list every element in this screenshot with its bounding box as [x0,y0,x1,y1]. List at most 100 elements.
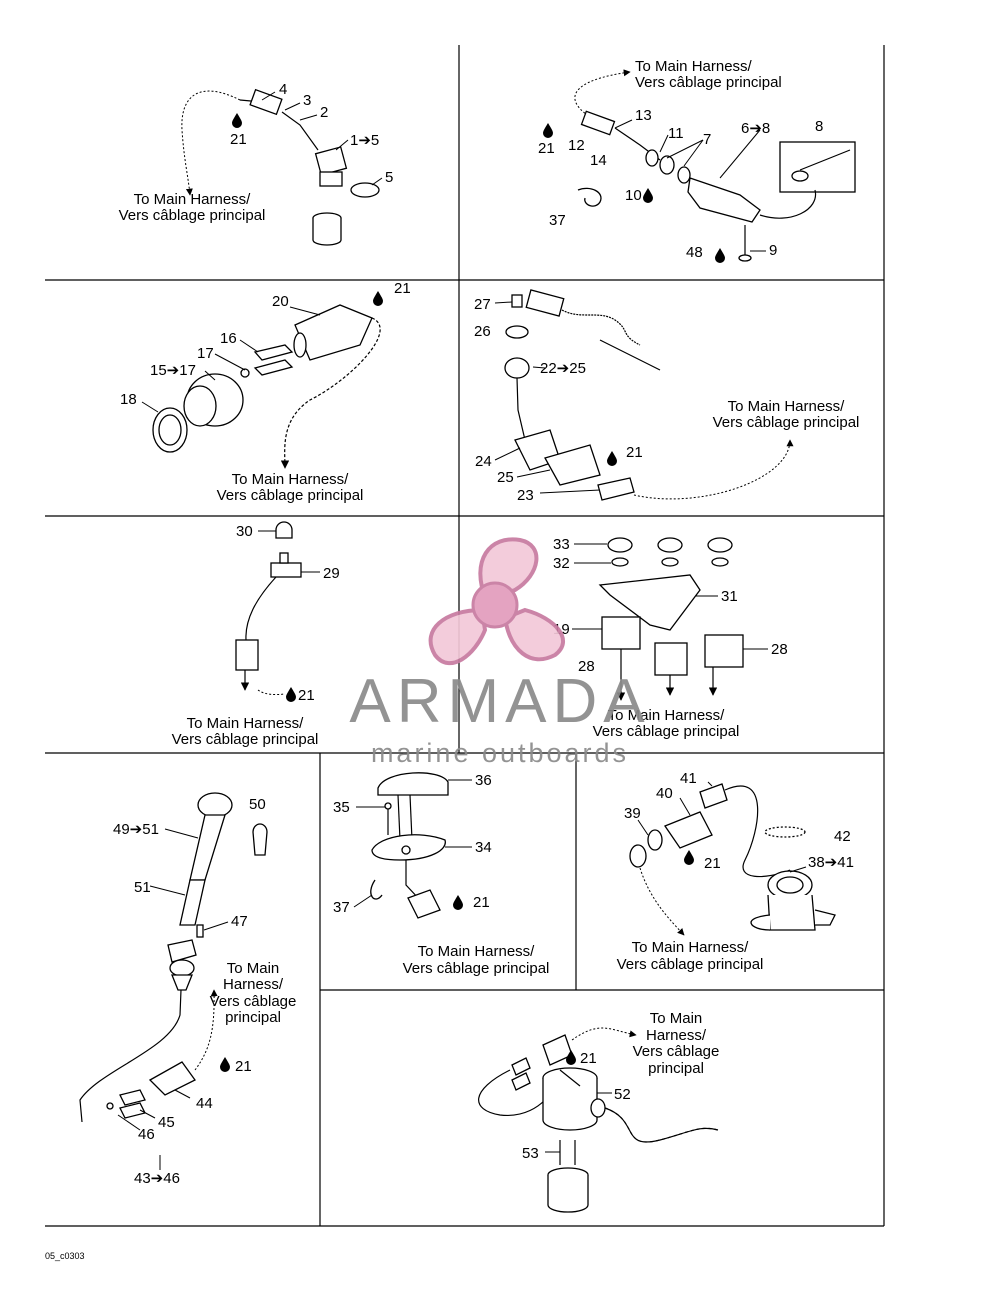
callout-21f: 21 [235,1058,252,1075]
harness-stack-3: Vers câblage [210,993,297,1010]
harness-stack-4: principal [225,1009,281,1026]
callout-50: 50 [249,796,266,813]
harness-label-fr-8: Vers câblage principal [403,960,550,977]
callout-53: 53 [522,1145,539,1162]
callout-49-51: 49➔51 [113,821,159,838]
callout-3: 3 [303,92,311,109]
watermark-tagline: marine outboards [371,738,629,768]
harness-stack-1b: To Main [650,1010,703,1027]
callout-15-17: 15➔17 [150,362,196,379]
callout-14: 14 [590,152,607,169]
callout-7: 7 [703,131,711,148]
callout-21b: 21 [538,140,555,157]
callout-21i: 21 [580,1050,597,1067]
callout-8: 8 [815,118,823,135]
callout-33: 33 [553,536,570,553]
callout-41: 41 [680,770,697,787]
propeller-logo [428,537,565,666]
harness-label-en-8: To Main Harness/ [418,943,536,960]
callout-21: 21 [230,131,247,148]
callout-1-5: 1➔5 [350,132,379,149]
harness-stack-2: Harness/ [223,976,284,993]
callout-37b: 37 [333,899,350,916]
callout-5: 5 [385,169,393,186]
callout-6-8: 6➔8 [741,120,770,137]
panel-light-43-51: 50 49➔51 51 47 21 44 45 46 43➔46 To Main… [79,792,297,1187]
callout-21g: 21 [473,894,490,911]
callout-46: 46 [138,1126,155,1143]
callout-32: 32 [553,555,570,572]
callout-12: 12 [568,137,585,154]
callout-40: 40 [656,785,673,802]
panel-relays-19-33: 33 32 31 19 28 28 To Main Harness/ Vers … [553,536,788,740]
panel-switch-6-14: 13 11 7 6➔8 8 12 21 14 10 37 48 9 To Mai… [538,58,856,263]
harness-label-fr-9: Vers câblage principal [617,956,764,973]
harness-label-fr: Vers câblage principal [119,207,266,224]
callout-30: 30 [236,523,253,540]
harness-label-fr-4: Vers câblage principal [713,414,860,431]
callout-42: 42 [834,828,851,845]
harness-label-fr-2: Vers câblage principal [635,74,782,91]
callout-35: 35 [333,799,350,816]
harness-label-en-9: To Main Harness/ [632,939,750,956]
harness-stack-3b: Vers câblage [633,1043,720,1060]
callout-31: 31 [721,588,738,605]
callout-21c: 21 [394,280,411,297]
panel-sensor-52-53: 21 52 53 To Main Harness/ Vers câblage p… [478,1010,720,1213]
callout-26: 26 [474,323,491,340]
callout-28b: 28 [578,658,595,675]
callout-2: 2 [320,104,328,121]
harness-label-en-3: To Main Harness/ [232,471,350,488]
callout-16: 16 [220,330,237,347]
panel-sender-29-30: 30 29 21 To Main Harness/ Vers câblage p… [172,521,340,748]
panel-grid [45,45,885,1227]
harness-stack-2b: Harness/ [646,1027,707,1044]
watermark-brand: ARMADA [349,667,650,736]
callout-37: 37 [549,212,566,229]
callout-20: 20 [272,293,289,310]
callout-13: 13 [635,107,652,124]
callout-39: 39 [624,805,641,822]
callout-48: 48 [686,244,703,261]
callout-21d: 21 [626,444,643,461]
callout-21e: 21 [298,687,315,704]
panel-sensor-22-27: 27 26 22➔25 24 25 23 21 To Main Harness/… [474,289,860,504]
callout-17: 17 [197,345,214,362]
callout-27: 27 [474,296,491,313]
harness-stack-1: To Main [227,960,280,977]
callout-18: 18 [120,391,137,408]
panel-sensor-1-5: 21 4 3 2 1➔5 5 To Main Harness/ Vers câb… [119,81,393,246]
watermark: ARMADA marine outboards [349,537,650,768]
panel-switch-38-42: 41 40 39 42 38➔41 21 To Main Harness/ Ve… [617,770,854,973]
harness-label-fr-3: Vers câblage principal [217,487,364,504]
harness-label-fr-6: Vers câblage principal [593,723,740,740]
harness-label-en-5: To Main Harness/ [187,715,305,732]
callout-44: 44 [196,1095,213,1112]
harness-label-fr-5: Vers câblage principal [172,731,319,748]
callout-45: 45 [158,1114,175,1131]
callout-43-46: 43➔46 [134,1170,180,1187]
callout-36: 36 [475,772,492,789]
callout-22-25: 22➔25 [540,360,586,377]
harness-stack-4b: principal [648,1060,704,1077]
callout-9: 9 [769,242,777,259]
callout-24: 24 [475,453,492,470]
callout-10: 10 [625,187,642,204]
callout-47: 47 [231,913,248,930]
harness-label-en-6: To Main Harness/ [608,707,726,724]
callout-38-41: 38➔41 [808,854,854,871]
callout-4: 4 [279,81,287,98]
callout-52: 52 [614,1086,631,1103]
harness-label-en-2: To Main Harness/ [635,58,753,75]
callout-28: 28 [771,641,788,658]
harness-label-en-4: To Main Harness/ [728,398,846,415]
panel-gauge-15-20: 20 21 16 17 15➔17 18 To Main Harness/ Ve… [120,280,411,504]
callout-34: 34 [475,839,492,856]
callout-11: 11 [668,125,684,142]
callout-51: 51 [134,879,151,896]
callout-21h: 21 [704,855,721,872]
drawing-code: 05_c0303 [45,1251,85,1261]
callout-23: 23 [517,487,534,504]
